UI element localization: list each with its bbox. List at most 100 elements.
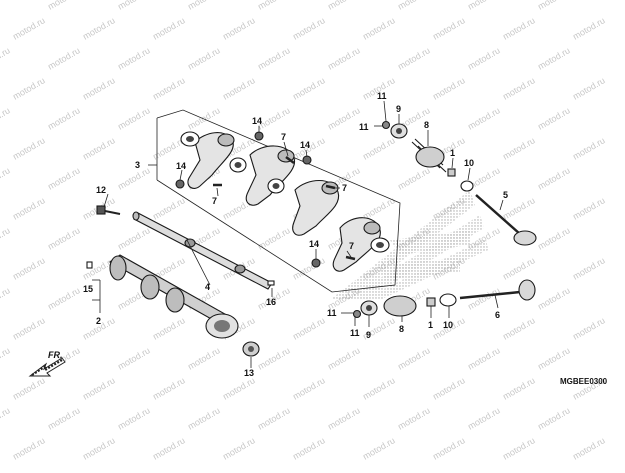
watermark-text: motod.ru: [431, 375, 467, 401]
spring-seat-lower: [439, 293, 457, 307]
watermark-text: motod.ru: [11, 75, 47, 101]
watermark-text: motod.ru: [81, 375, 117, 401]
watermark-text: motod.ru: [11, 195, 47, 221]
watermark-text: motod.ru: [11, 255, 47, 281]
watermark-text: motod.ru: [361, 435, 397, 461]
callout-7: 7: [349, 241, 354, 251]
watermark-text: motod.ru: [466, 0, 502, 12]
bearing: [242, 341, 260, 357]
watermark-text: motod.ru: [116, 405, 152, 431]
retainer-lower: [360, 300, 378, 316]
watermark-text: motod.ru: [396, 405, 432, 431]
watermark-text: motod.ru: [256, 405, 292, 431]
watermark-text: motod.ru: [256, 0, 292, 12]
watermark-text: motod.ru: [0, 165, 12, 191]
callout-5: 5: [503, 190, 508, 200]
nut: [302, 155, 312, 165]
rocker-arm-4: [332, 217, 381, 272]
callout-13: 13: [244, 368, 254, 378]
callout-14: 14: [176, 161, 186, 171]
retainer-upper: [390, 123, 408, 139]
camshaft: [108, 254, 239, 339]
washer: [180, 131, 200, 147]
watermark-text: motod.ru: [361, 135, 397, 161]
adjusting-screw: [345, 255, 356, 261]
watermark-text: motod.ru: [0, 345, 12, 371]
watermark-text: motod.ru: [571, 135, 607, 161]
watermark-text: motod.ru: [256, 345, 292, 371]
leader-lines: [92, 100, 504, 368]
watermark-text: motod.ru: [466, 105, 502, 131]
valve-spring-lower: [383, 295, 417, 317]
watermark-text: motod.ru: [256, 45, 292, 71]
watermark-text: motod.ru: [186, 0, 222, 12]
watermark-text: motod.ru: [116, 345, 152, 371]
watermark-text: motod.ru: [11, 315, 47, 341]
watermark-text: motod.ru: [0, 405, 12, 431]
watermark-text: motod.ru: [11, 435, 47, 461]
callout-11: 11: [377, 91, 387, 101]
watermark-text: motod.ru: [466, 345, 502, 371]
watermark-text: motod.ru: [326, 345, 362, 371]
watermark-text: motod.ru: [326, 45, 362, 71]
washer: [229, 157, 247, 173]
watermark-text: motod.ru: [396, 165, 432, 191]
watermark-text: motod.ru: [536, 345, 572, 371]
watermark-text: motod.ru: [291, 375, 327, 401]
intake-valve: [475, 194, 537, 246]
watermark-text: motod.ru: [221, 15, 257, 41]
watermark-text: motod.ru: [151, 15, 187, 41]
valve-cotter-upper: [381, 120, 391, 130]
watermark-text: motod.ru: [501, 15, 537, 41]
callout-15: 15: [83, 284, 93, 294]
watermark-text: motod.ru: [361, 15, 397, 41]
washer: [267, 178, 285, 194]
watermark-text: motod.ru: [466, 45, 502, 71]
watermark-text: motod.ru: [396, 45, 432, 71]
watermark-text: motod.ru: [116, 45, 152, 71]
watermark-text: motod.ru: [186, 405, 222, 431]
watermark-text: motod.ru: [11, 135, 47, 161]
watermark-text: motod.ru: [536, 225, 572, 251]
callout-7: 7: [342, 183, 347, 193]
watermark-text: motod.ru: [326, 105, 362, 131]
watermark-text: motod.ru: [151, 375, 187, 401]
watermark-text: motod.ru: [0, 45, 12, 71]
watermark-text: motod.ru: [291, 75, 327, 101]
callout-14: 14: [309, 239, 319, 249]
adjusting-screw: [285, 156, 295, 164]
watermark-text: motod.ru: [536, 0, 572, 12]
watermark-text: motod.ru: [46, 105, 82, 131]
watermark-text: motod.ru: [571, 255, 607, 281]
watermark-text: motod.ru: [326, 0, 362, 12]
valve-seal-lower: [426, 297, 436, 307]
watermark-text: motod.ru: [571, 435, 607, 461]
nut: [254, 131, 264, 141]
dowel-pin: [86, 261, 93, 269]
watermark-text: motod.ru: [221, 375, 257, 401]
watermark-text: motod.ru: [46, 225, 82, 251]
watermark-text: motod.ru: [256, 225, 292, 251]
front-direction-arrow-icon: [28, 357, 66, 377]
watermark-text: motod.ru: [116, 165, 152, 191]
watermark-text: motod.ru: [81, 75, 117, 101]
watermark-text: motod.ru: [431, 75, 467, 101]
watermark-text: motod.ru: [81, 135, 117, 161]
watermark-text: motod.ru: [291, 435, 327, 461]
watermark-text: motod.ru: [536, 105, 572, 131]
watermark-text: motod.ru: [501, 435, 537, 461]
callout-16: 16: [266, 297, 276, 307]
watermark-text: motod.ru: [536, 285, 572, 311]
wing-logo: [330, 190, 488, 300]
washer: [370, 237, 390, 253]
watermark-text: motod.ru: [116, 225, 152, 251]
callout-7: 7: [212, 196, 217, 206]
watermark-text: motod.ru: [571, 195, 607, 221]
direction-label: FR.: [48, 350, 63, 360]
watermark-text: motod.ru: [571, 75, 607, 101]
valve-cotter-lower: [352, 309, 362, 319]
callout-2: 2: [96, 316, 101, 326]
nut: [311, 258, 321, 268]
nut: [175, 179, 185, 189]
